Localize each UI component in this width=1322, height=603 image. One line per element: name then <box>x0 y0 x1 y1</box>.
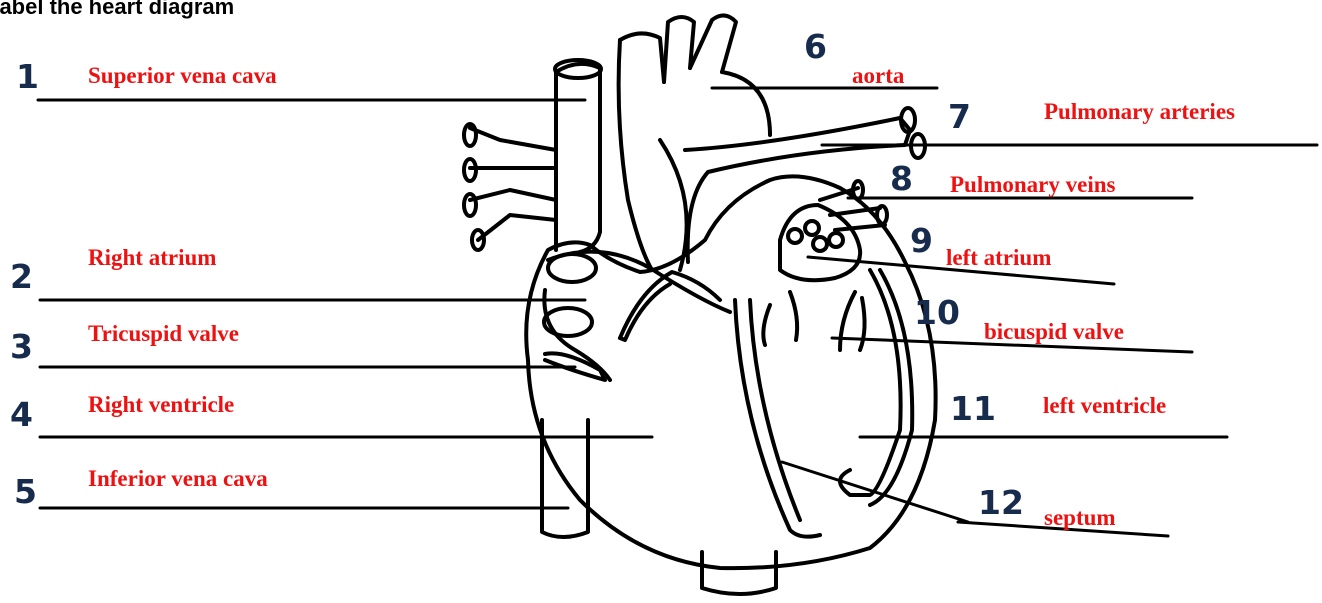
label-left-atrium: left atrium <box>946 246 1051 269</box>
label-septum: septum <box>1044 506 1116 529</box>
label-number-7: 7 <box>948 100 971 133</box>
septum-shape <box>735 300 820 537</box>
label-number-11: 11 <box>950 392 996 425</box>
label-superior-vena-cava: Superior vena cava <box>88 64 277 87</box>
aorta-shape <box>619 40 652 270</box>
label-number-5: 5 <box>14 475 37 508</box>
label-number-1: 1 <box>16 60 39 93</box>
label-right-ventricle: Right ventricle <box>88 393 234 416</box>
bottom-vessel-shape <box>702 552 776 594</box>
label-number-3: 3 <box>10 330 33 363</box>
label-aorta: aorta <box>852 64 904 87</box>
label-pulmonary-veins: Pulmonary veins <box>950 173 1115 196</box>
bicuspid-valve-shape <box>790 292 797 340</box>
leader-line-12a <box>782 462 968 522</box>
label-number-8: 8 <box>890 162 913 195</box>
label-left-ventricle: left ventricle <box>1043 394 1166 417</box>
superior-vena-cava-shape <box>556 64 600 252</box>
label-number-12: 12 <box>978 486 1024 519</box>
label-right-atrium: Right atrium <box>88 246 216 269</box>
heart-outline <box>526 176 935 568</box>
label-inferior-vena-cava: Inferior vena cava <box>88 467 268 490</box>
label-number-6: 6 <box>804 30 827 63</box>
right-atrium-valve-shape <box>548 254 596 282</box>
label-pulmonary-arteries: Pulmonary arteries <box>1044 100 1235 123</box>
label-number-2: 2 <box>10 260 33 293</box>
label-tricuspid-valve: Tricuspid valve <box>88 322 239 345</box>
label-number-10: 10 <box>914 296 960 329</box>
label-bicuspid-valve: bicuspid valve <box>984 320 1124 343</box>
label-number-9: 9 <box>910 224 933 257</box>
label-number-4: 4 <box>10 398 33 431</box>
